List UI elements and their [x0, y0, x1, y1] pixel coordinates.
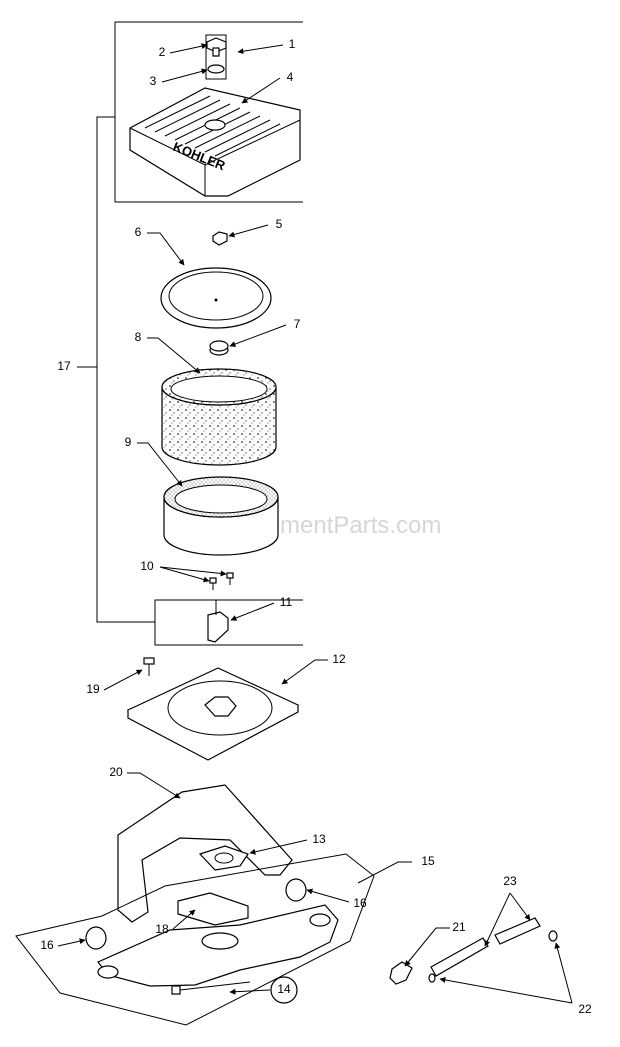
- assembly-bracket: [77, 21, 303, 646]
- callout-1: 1: [289, 37, 296, 51]
- callout-8: 8: [135, 330, 142, 344]
- tubes: [430, 917, 541, 977]
- air-cleaner-base: [126, 667, 300, 761]
- elbow-fitting: [389, 961, 413, 985]
- clamp-right: [548, 930, 558, 942]
- callout-5: 5: [276, 217, 283, 231]
- filter-cover: [160, 267, 272, 329]
- callout-3: 3: [150, 74, 157, 88]
- grommet: [209, 340, 229, 356]
- callout-19: 19: [86, 682, 100, 696]
- clamp-left: [428, 973, 436, 983]
- callout-11: 11: [280, 595, 293, 609]
- long-bolt: [171, 981, 251, 995]
- callout-16-right: 16: [353, 896, 367, 910]
- gasket: [198, 845, 249, 871]
- plug-right: [285, 878, 307, 902]
- intake-manifold: [97, 904, 339, 987]
- callout-6: 6: [135, 225, 142, 239]
- wing-nut: [206, 37, 227, 57]
- callout-22: 22: [578, 1002, 592, 1016]
- callout-4: 4: [287, 70, 294, 84]
- callout-9: 9: [125, 435, 132, 449]
- callout-labels: 1 2 3 4 5 6 7 8 9 10 11 12 13 14 15 16 1…: [40, 37, 592, 1016]
- bolt: [143, 657, 155, 676]
- callout-12: 12: [332, 652, 346, 666]
- callout-23: 23: [503, 874, 517, 888]
- support-bracket: [117, 784, 293, 923]
- intake-gasket: [177, 892, 249, 926]
- callout-18: 18: [155, 922, 169, 936]
- small-nut: [212, 231, 228, 246]
- intake-group-outline: [15, 853, 375, 1026]
- washer: [207, 64, 225, 74]
- screws: [209, 572, 234, 590]
- air-filter-element: [163, 476, 279, 556]
- callout-2: 2: [159, 45, 166, 59]
- callout-14: 14: [277, 982, 291, 996]
- callout-10: 10: [140, 559, 154, 573]
- precleaner-element: [161, 368, 277, 466]
- callout-13: 13: [312, 832, 326, 846]
- plug-left: [85, 926, 107, 950]
- air-cleaner-cover: KOHLER: [129, 87, 301, 197]
- callout-15: 15: [421, 854, 435, 868]
- callout-16-left: 16: [40, 938, 54, 952]
- callout-21: 21: [452, 920, 466, 934]
- cleaner-bracket: [207, 600, 229, 643]
- callout-20: 20: [109, 765, 123, 779]
- leader-lines: [57, 43, 573, 1004]
- callout-7: 7: [294, 317, 301, 331]
- callout-14-badge: 14: [270, 976, 298, 1004]
- subassembly-box: [205, 34, 227, 80]
- callout-17: 17: [57, 359, 71, 373]
